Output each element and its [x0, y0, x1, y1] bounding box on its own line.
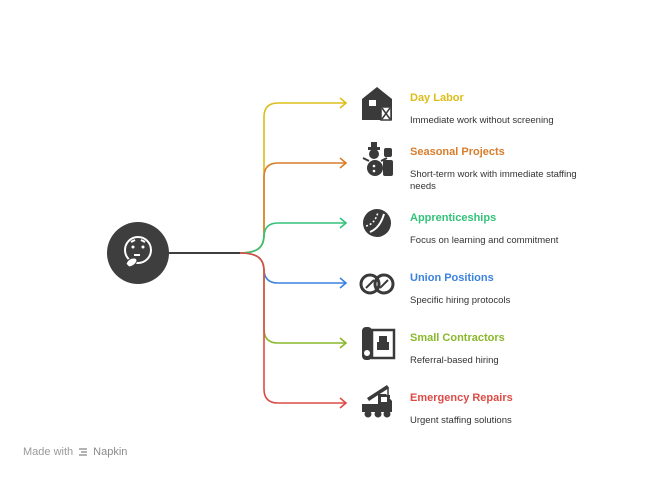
item-desc: Referral-based hiring [410, 355, 499, 366]
item-emergency-repairs: Emergency Repairs Urgent staffing soluti… [410, 391, 610, 427]
item-desc: Immediate work without screening [410, 115, 554, 126]
center-node [107, 222, 169, 284]
arrowhead [339, 337, 348, 349]
item-title: Small Contractors [410, 332, 505, 344]
item-title: Apprenticeships [410, 212, 497, 224]
thinking-face-icon [124, 236, 152, 268]
arrowhead [339, 277, 348, 289]
connectors [169, 97, 348, 409]
crane-truck-icon [362, 385, 392, 418]
footer-brand: Napkin [93, 446, 128, 458]
item-day-labor: Day Labor Immediate work without screeni… [410, 91, 610, 127]
item-desc: Specific hiring protocols [410, 295, 511, 306]
item-seasonal-projects: Seasonal Projects Short-term work with i… [410, 145, 610, 193]
connector-branch [239, 102, 345, 254]
item-apprenticeships: Apprenticeships Focus on learning and co… [410, 211, 610, 247]
item-desc: Short-term work with immediate staffing … [410, 169, 577, 192]
connector-branch [239, 222, 345, 254]
arrowhead [339, 217, 348, 229]
item-title: Union Positions [410, 272, 494, 284]
rings-icon [359, 273, 395, 295]
item-title: Day Labor [410, 92, 464, 104]
connector-branch [239, 252, 345, 404]
item-title: Seasonal Projects [410, 146, 505, 158]
blueprint-icon [362, 327, 396, 360]
item-small-contractors: Small Contractors Referral-based hiring [410, 331, 610, 367]
connector-branch [239, 252, 345, 284]
item-union-positions: Union Positions Specific hiring protocol… [410, 271, 610, 307]
barn-icon [362, 87, 392, 121]
arrowhead [339, 397, 348, 409]
item-title: Emergency Repairs [410, 392, 513, 404]
item-desc: Urgent staffing solutions [410, 415, 512, 426]
footer-prefix: Made with [23, 446, 74, 458]
napkin-logo-icon [79, 448, 88, 456]
arrowhead [339, 97, 348, 109]
connector-branch [239, 162, 345, 254]
footer: Made with Napkin [23, 446, 127, 458]
item-desc: Focus on learning and commitment [410, 235, 559, 246]
ball-icon [363, 209, 391, 237]
connector-branch [239, 252, 345, 344]
snowman-icon [362, 142, 393, 176]
arrowhead [339, 157, 348, 169]
